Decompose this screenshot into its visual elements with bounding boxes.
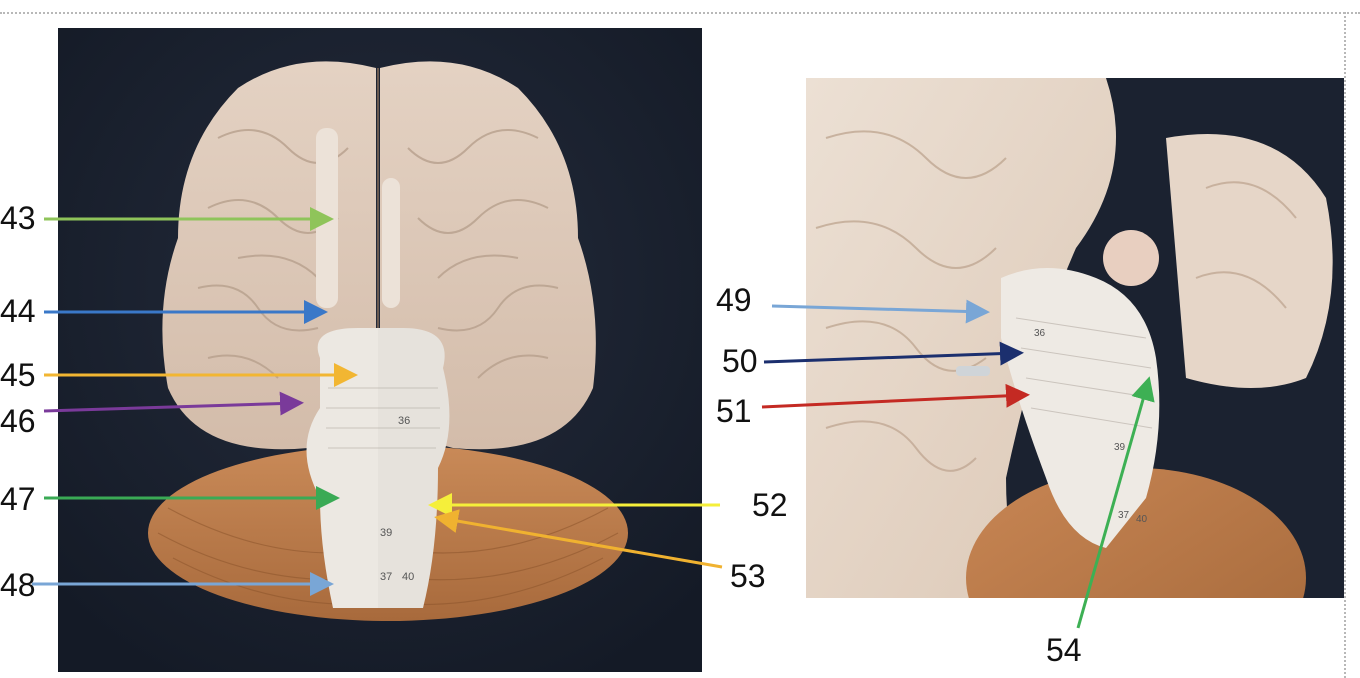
brainstem-left — [306, 328, 378, 608]
label-49: 49 — [716, 282, 752, 318]
pituitary-gland-shape — [1103, 230, 1159, 286]
model-mark-40: 40 — [402, 571, 414, 583]
brain-inferior-illustration: 36 39 37 40 — [58, 28, 702, 672]
olfactory-tract-right — [382, 178, 400, 308]
label-50: 50 — [722, 343, 758, 379]
dotted-border-right — [1344, 12, 1346, 678]
dotted-border-top — [0, 12, 1360, 14]
brainstem-right — [378, 328, 450, 608]
right-cortex-shape — [1166, 134, 1333, 388]
model-mark-36: 36 — [398, 415, 410, 427]
label-51: 51 — [716, 393, 752, 429]
brain-lateral-illustration: 36 39 37 40 — [806, 78, 1344, 598]
model-mark-40-right: 40 — [1136, 514, 1148, 525]
label-48: 48 — [0, 567, 36, 603]
brain-lateral-view-photo: 36 39 37 40 — [806, 78, 1344, 598]
model-mark-39: 39 — [380, 527, 392, 539]
brain-inferior-view-photo: 36 39 37 40 — [58, 28, 702, 672]
model-mark-36-right: 36 — [1034, 328, 1046, 339]
model-mark-37-right: 37 — [1118, 510, 1130, 521]
label-54: 54 — [1046, 632, 1082, 668]
model-mark-39-right: 39 — [1114, 442, 1126, 453]
model-pin-shape — [956, 366, 990, 376]
olfactory-tract-left — [316, 128, 338, 308]
label-44: 44 — [0, 293, 36, 329]
temporal-lobe-shape — [806, 78, 1116, 598]
model-mark-37: 37 — [380, 571, 392, 583]
label-43: 43 — [0, 200, 36, 236]
label-47: 47 — [0, 481, 36, 517]
label-52: 52 — [752, 487, 788, 523]
label-46: 46 — [0, 403, 36, 439]
label-53: 53 — [730, 558, 766, 594]
label-45: 45 — [0, 357, 36, 393]
